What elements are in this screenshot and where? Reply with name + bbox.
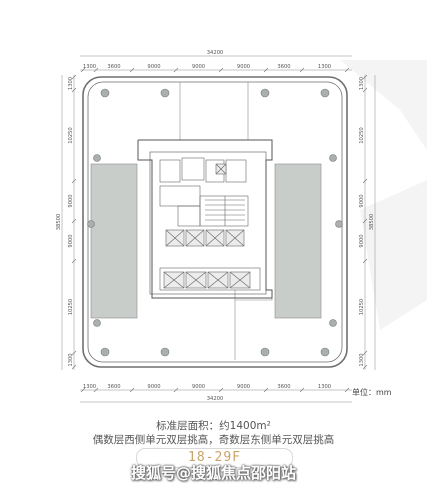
- dimension-tick: [80, 387, 86, 393]
- right-dimension-segment-label: 10250: [359, 299, 365, 316]
- dimension-tick: [71, 258, 77, 264]
- top-dimension-segment-label: 1300: [83, 64, 96, 70]
- core-outline: [137, 139, 273, 299]
- dimension-tick: [93, 67, 99, 73]
- dimension-tick: [263, 387, 269, 393]
- dimension-tick: [71, 74, 77, 80]
- dimension-tick: [80, 67, 86, 73]
- description-caption: 偶数层西侧单元双层挑高，奇数层东侧单元双层挑高: [92, 434, 335, 446]
- top-dimension-segment-label: 9000: [147, 64, 160, 70]
- floor-plan: 34200 1300 3600 9000 9000 9000 3600 1300 34200 13…: [56, 50, 376, 403]
- partition-lines: [179, 82, 273, 360]
- dimension-tick: [299, 387, 305, 393]
- left-dimension-segment-label: 9000: [68, 234, 74, 247]
- dimension-tick: [299, 67, 305, 73]
- structural-columns: [87, 88, 343, 357]
- left-dimension-segment-label: 1300: [68, 353, 74, 366]
- dimension-tick: [71, 364, 77, 370]
- left-dimension-total-label: 38500: [56, 214, 62, 231]
- floor-range-badge: 18-29F: [136, 448, 293, 468]
- watermark-text: 搜狐号@搜狐焦点邵阳站: [130, 464, 296, 482]
- dimension-tick: [362, 218, 368, 224]
- top-dimension-total-label: 34200: [207, 50, 224, 56]
- elevator-shafts: [163, 163, 251, 289]
- right-dimension-total-label: 38500: [369, 214, 375, 231]
- top-dimension-segment-label: 1300: [318, 64, 331, 70]
- dimension-tick: [129, 387, 135, 393]
- bottom-dimension-total-label: 34200: [207, 396, 224, 402]
- dimension-tick: [129, 67, 135, 73]
- core-details: [159, 157, 261, 291]
- right-dimension-segment-label: 10250: [359, 127, 365, 144]
- bottom-dimension-segment-label: 9000: [147, 384, 160, 390]
- unit-label: 单位：mm: [352, 388, 392, 397]
- dimension-tick: [71, 218, 77, 224]
- dimension-tick: [93, 387, 99, 393]
- right-dimension-segment-label: 9000: [359, 194, 365, 207]
- left-dimension-segment-label: 9000: [68, 194, 74, 207]
- dimension-tick: [344, 387, 350, 393]
- left-dimension-segment-label: 1300: [68, 77, 74, 90]
- right-dimension-segment-label: 1300: [359, 353, 365, 366]
- bottom-dimension-segment-label: 3600: [277, 384, 290, 390]
- top-dimension-segment-label: 3600: [107, 64, 120, 70]
- bottom-dimension-segment-label: 1300: [83, 384, 96, 390]
- bottom-dimension-segment-label: 9000: [237, 384, 250, 390]
- dimension-tick: [263, 67, 269, 73]
- dimension-tick: [71, 87, 77, 93]
- dimension-tick: [362, 350, 368, 356]
- bottom-dimension-segment-label: 3600: [107, 384, 120, 390]
- left-dimension-segment-label: 10250: [68, 127, 74, 144]
- dimension-tick: [71, 350, 77, 356]
- dimension-tick: [362, 74, 368, 80]
- east-atrium: [274, 163, 322, 319]
- dimension-tick: [362, 178, 368, 184]
- dimension-tick: [173, 387, 179, 393]
- dimension-ticks: [71, 67, 368, 393]
- area-caption: 标准层面积：约1400m²: [156, 420, 271, 432]
- left-dimension-segment-label: 10250: [68, 299, 74, 316]
- top-dimension-segment-label: 3600: [277, 64, 290, 70]
- dimension-tick: [218, 387, 224, 393]
- dimension-tick: [344, 67, 350, 73]
- top-dimension-segment-label: 9000: [237, 64, 250, 70]
- dimension-tick: [362, 87, 368, 93]
- bottom-dimension-segment-label: 1300: [318, 384, 331, 390]
- bottom-dimension-segment-label: 9000: [192, 384, 205, 390]
- west-atrium: [90, 163, 138, 319]
- dimension-tick: [362, 258, 368, 264]
- top-dimension-segment-label: 9000: [192, 64, 205, 70]
- dimension-tick: [71, 178, 77, 184]
- dimension-texts: 34200 1300 3600 9000 9000 9000 3600 1300 34200 13…: [56, 50, 375, 402]
- dimension-tick: [218, 67, 224, 73]
- right-dimension-segment-label: 1300: [359, 77, 365, 90]
- dimension-lines: [61, 55, 376, 403]
- dimension-tick: [362, 364, 368, 370]
- right-dimension-segment-label: 9000: [359, 234, 365, 247]
- dimension-tick: [173, 67, 179, 73]
